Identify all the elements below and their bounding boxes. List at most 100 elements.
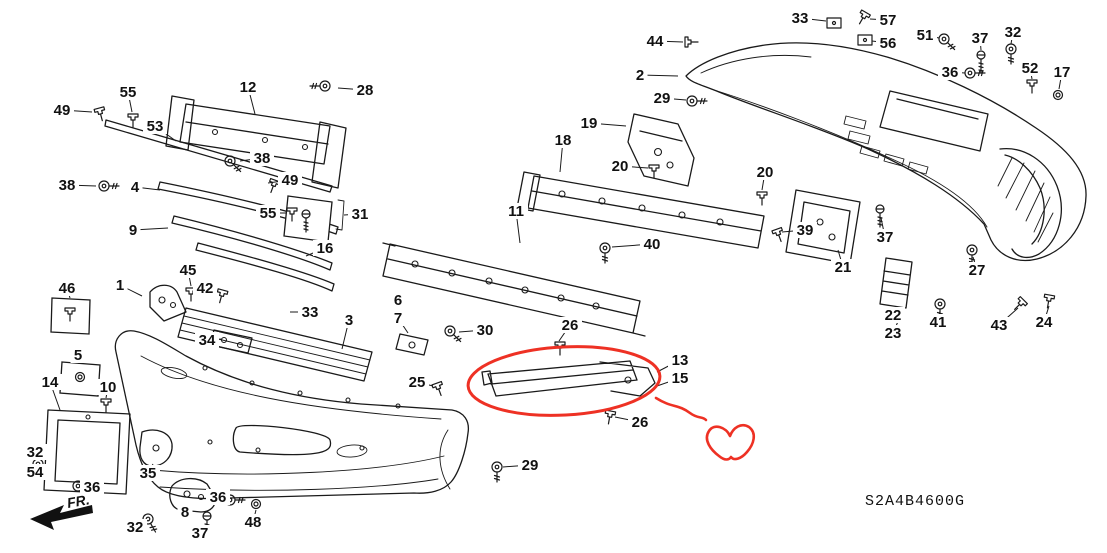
highlight-circle-annotation bbox=[466, 345, 662, 417]
callout-backing bbox=[278, 172, 302, 188]
callout-backing bbox=[50, 102, 74, 118]
annotation-tail-line bbox=[654, 396, 708, 422]
mount-hole bbox=[261, 136, 269, 144]
mount-hole bbox=[638, 204, 646, 212]
part-callout-22: 22 bbox=[885, 307, 902, 324]
part-callout-55: 55 bbox=[120, 84, 137, 101]
part-callout-15: 15 bbox=[672, 370, 689, 387]
part-callout-39: 39 bbox=[797, 222, 814, 239]
mount-hole bbox=[152, 444, 160, 452]
heart-annotation-icon bbox=[705, 423, 756, 461]
callout-backing bbox=[390, 292, 406, 308]
diagram-part-code: S2A4B4600G bbox=[865, 493, 965, 510]
part-callout-4: 4 bbox=[131, 179, 140, 196]
callout-backing bbox=[913, 27, 937, 43]
clip-fastener-icon bbox=[604, 409, 617, 425]
part-callout-29: 29 bbox=[654, 90, 671, 107]
callout-backing bbox=[188, 525, 212, 541]
part-callout-41: 41 bbox=[930, 314, 947, 331]
clip-fastener-icon bbox=[756, 191, 768, 206]
callout-backing bbox=[55, 177, 79, 193]
mount-hole bbox=[301, 143, 309, 151]
clip-fastener-icon bbox=[648, 164, 660, 179]
part-callout-37: 37 bbox=[972, 30, 989, 47]
callout-backing bbox=[80, 479, 104, 495]
part-callout-32: 32 bbox=[1005, 24, 1022, 41]
callout-backing bbox=[112, 277, 128, 293]
callout-backing bbox=[195, 332, 219, 348]
bolt-fastener-icon bbox=[964, 67, 986, 79]
callout-backing bbox=[551, 132, 575, 148]
callout-backing bbox=[873, 229, 897, 245]
part-callout-23: 23 bbox=[885, 325, 902, 342]
part-callout-32: 32 bbox=[27, 444, 44, 461]
clip-fastener-icon bbox=[1043, 293, 1056, 309]
mount-hole bbox=[521, 286, 529, 294]
clip-fastener-icon bbox=[1014, 296, 1028, 310]
rear-license-recess bbox=[879, 90, 989, 152]
part-callout-20: 20 bbox=[612, 158, 629, 175]
callout-backing bbox=[23, 444, 47, 460]
diagram-art bbox=[30, 42, 1087, 530]
part-callout-36: 36 bbox=[210, 489, 227, 506]
part-callout-27: 27 bbox=[969, 262, 986, 279]
clip-fastener-icon bbox=[431, 380, 443, 397]
mount-hole bbox=[169, 301, 177, 309]
front-bumper-grille bbox=[232, 424, 332, 456]
part-callout-43: 43 bbox=[991, 317, 1008, 334]
bracket-19 bbox=[627, 113, 695, 187]
callout-backing bbox=[668, 370, 692, 386]
callout-backing bbox=[831, 259, 855, 275]
callout-backing bbox=[313, 240, 337, 256]
part-callout-29: 29 bbox=[522, 457, 539, 474]
callout-backing bbox=[518, 457, 542, 473]
callout-backing bbox=[55, 280, 79, 296]
bracket-1 bbox=[149, 284, 187, 322]
part-callout-56: 56 bbox=[880, 35, 897, 52]
part-callout-1: 1 bbox=[116, 277, 124, 294]
part-callout-36: 36 bbox=[84, 479, 101, 496]
part-callout-33: 33 bbox=[302, 304, 319, 321]
front-bumper-detail-lines bbox=[140, 355, 451, 491]
part-callout-12: 12 bbox=[240, 79, 257, 96]
part-callout-26: 26 bbox=[632, 414, 649, 431]
part-callout-54: 54 bbox=[27, 464, 44, 481]
mount-hole bbox=[448, 269, 456, 277]
callout-backing bbox=[125, 222, 141, 238]
bracket-fastener-icon bbox=[826, 17, 842, 29]
part-callout-38: 38 bbox=[59, 177, 76, 194]
stay-6-7 bbox=[395, 333, 429, 356]
mount-hole bbox=[345, 397, 351, 403]
part-callout-35: 35 bbox=[140, 465, 157, 482]
callout-backing bbox=[241, 514, 265, 530]
callout-backing bbox=[70, 347, 86, 363]
strip-9 bbox=[171, 215, 333, 271]
mount-hole bbox=[158, 296, 166, 304]
callout-backing bbox=[1050, 64, 1074, 80]
mount-hole bbox=[359, 445, 365, 451]
rear-beam-18 bbox=[516, 171, 765, 249]
connector-22-23 bbox=[879, 257, 913, 309]
clip-fastener-icon bbox=[100, 398, 112, 413]
callout-backing bbox=[143, 118, 167, 134]
part-callout-34: 34 bbox=[199, 332, 216, 349]
part-callout-46: 46 bbox=[59, 280, 76, 297]
part-callout-6: 6 bbox=[394, 292, 402, 309]
part-callout-40: 40 bbox=[644, 236, 661, 253]
mount-hole bbox=[411, 260, 419, 268]
part-callout-10: 10 bbox=[100, 379, 117, 396]
front-bumper-face bbox=[114, 330, 470, 500]
grommet-fastener-icon bbox=[74, 371, 86, 383]
mount-hole bbox=[202, 365, 208, 371]
mount-hole bbox=[395, 403, 401, 409]
callout-backing bbox=[876, 12, 900, 28]
mount-hole bbox=[828, 233, 836, 241]
part-callout-30: 30 bbox=[477, 322, 494, 339]
part-callout-18: 18 bbox=[555, 132, 572, 149]
part-callout-26: 26 bbox=[562, 317, 579, 334]
part-callout-17: 17 bbox=[1054, 64, 1071, 81]
callout-backing bbox=[926, 314, 950, 330]
mount-hole bbox=[249, 380, 255, 386]
